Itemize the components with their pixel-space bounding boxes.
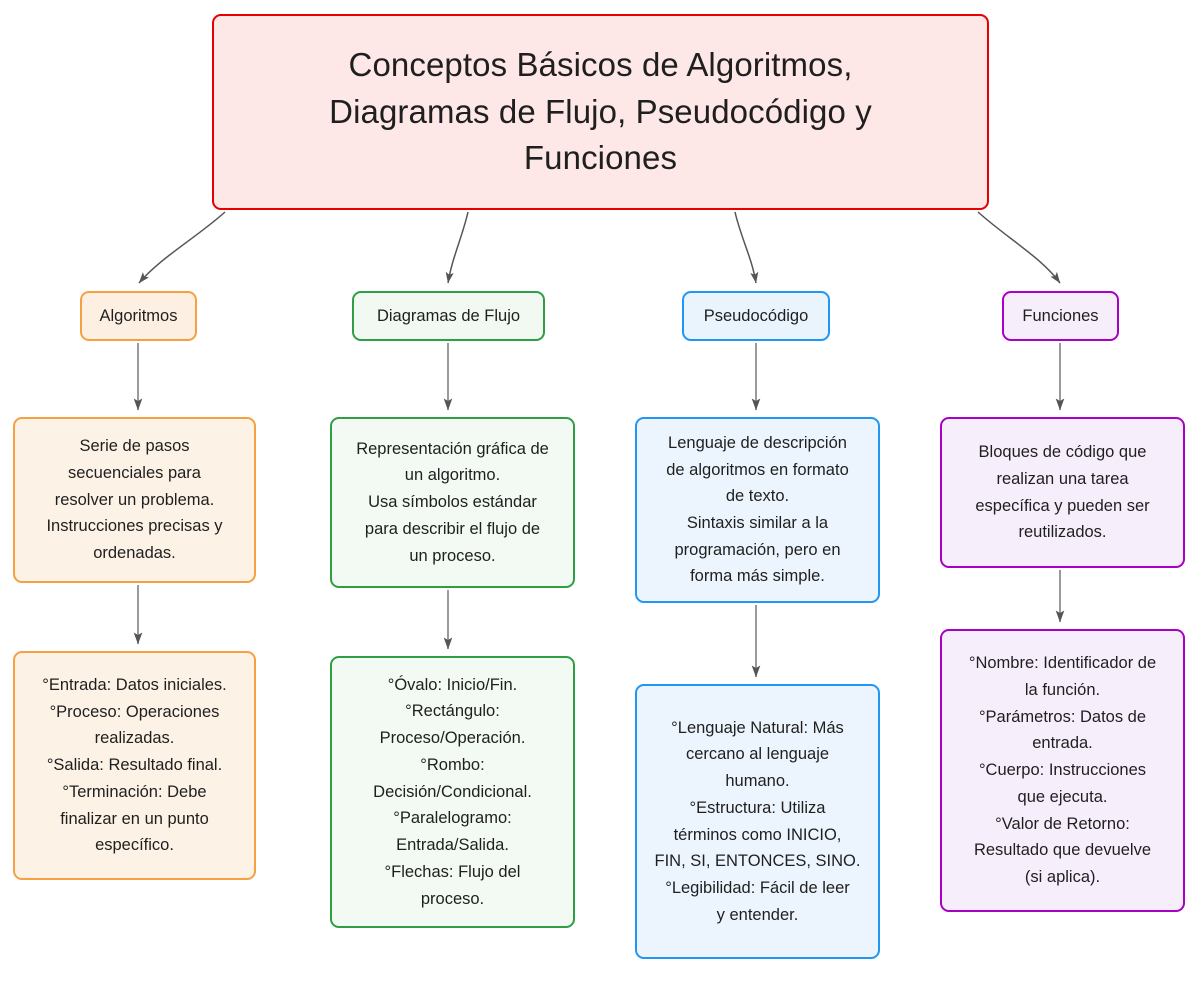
edge-root-to-pseudocodigo [734,211,759,284]
card-pseudocodigo-definicion[interactable]: Lenguaje de descripción de algoritmos en… [635,417,880,603]
root-node[interactable]: Conceptos Básicos de Algoritmos, Diagram… [212,14,989,210]
edge-root-to-funciones [977,211,1061,284]
card-diagramas-simbolos[interactable]: °Óvalo: Inicio/Fin. °Rectángulo: Proceso… [330,656,575,928]
branch-label-diagramas-de-flujo[interactable]: Diagramas de Flujo [352,291,545,341]
card-diagramas-definicion[interactable]: Representación gráfica de un algoritmo. … [330,417,575,588]
card-funciones-definicion[interactable]: Bloques de código que realizan una tarea… [940,417,1185,568]
branch-label-algoritmos[interactable]: Algoritmos [80,291,197,341]
branch-label-funciones[interactable]: Funciones [1002,291,1119,341]
card-funciones-partes[interactable]: °Nombre: Identificador de la función. °P… [940,629,1185,912]
branch-label-pseudocodigo[interactable]: Pseudocódigo [682,291,830,341]
card-pseudocodigo-caracteristicas[interactable]: °Lenguaje Natural: Más cercano al lengua… [635,684,880,959]
card-algoritmos-elementos[interactable]: °Entrada: Datos iniciales. °Proceso: Ope… [13,651,256,880]
card-algoritmos-definicion[interactable]: Serie de pasos secuenciales para resolve… [13,417,256,583]
edge-root-to-diagramas [445,211,469,284]
edge-root-to-algoritmos [138,211,226,284]
